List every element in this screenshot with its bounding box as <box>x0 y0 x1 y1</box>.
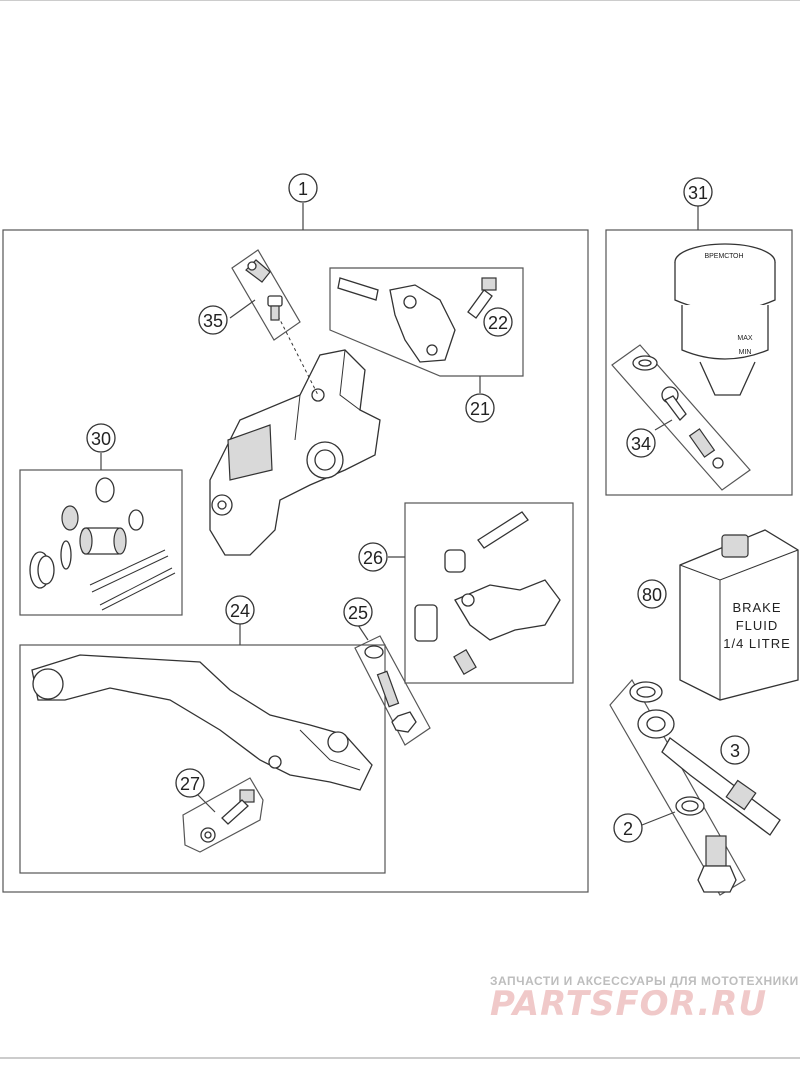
svg-text:34: 34 <box>631 434 651 454</box>
bleeder-cap[interactable] <box>245 259 271 283</box>
svg-text:24: 24 <box>230 601 250 621</box>
svg-text:MIN: MIN <box>739 349 752 356</box>
adjuster-screw[interactable] <box>364 645 417 733</box>
callout-30[interactable]: 30 <box>86 423 116 453</box>
push-rod-parts[interactable] <box>414 511 561 675</box>
callout-24[interactable]: 24 <box>225 595 255 625</box>
banjo-bolt[interactable] <box>697 835 737 893</box>
clamp-box-21 <box>329 267 524 377</box>
callout-35[interactable]: 35 <box>198 305 228 335</box>
callout-21[interactable]: 21 <box>465 393 495 423</box>
assembly-box-1 <box>2 229 589 893</box>
callout-3[interactable]: 3 <box>720 735 750 765</box>
svg-text:FLUID: FLUID <box>736 618 779 633</box>
svg-text:1/4 LITRE: 1/4 LITRE <box>723 636 791 651</box>
svg-text:BRAKE: BRAKE <box>732 600 781 615</box>
callout-27[interactable]: 27 <box>175 768 205 798</box>
callout-25[interactable]: 25 <box>343 597 373 627</box>
reservoir-mount-parts[interactable] <box>632 355 724 469</box>
callout-1[interactable]: 1 <box>288 173 318 203</box>
svg-text:MAX: MAX <box>737 335 753 342</box>
svg-text:3: 3 <box>730 741 740 761</box>
svg-text:27: 27 <box>180 774 200 794</box>
lever-box-24 <box>19 644 386 874</box>
clamp-bolt[interactable] <box>467 277 497 319</box>
callout-80[interactable]: 80 <box>637 579 667 609</box>
banjo-washer-bottom[interactable] <box>675 796 705 816</box>
reservoir-mount-box-34 <box>611 344 751 491</box>
push-rod-box-26 <box>404 502 574 684</box>
handlebar-clamp[interactable] <box>389 284 456 363</box>
reservoir-box-31 <box>605 229 793 496</box>
svg-text:31: 31 <box>688 183 708 203</box>
callout-22[interactable]: 22 <box>483 307 513 337</box>
svg-text:22: 22 <box>488 313 508 333</box>
brake-fluid-reservoir[interactable]: ВРЕМСТОН MAX MIN <box>674 243 776 396</box>
bleeder-box <box>231 249 301 341</box>
callout-34[interactable]: 34 <box>626 428 656 458</box>
svg-text:2: 2 <box>623 819 633 839</box>
pivot-box-27 <box>182 777 264 853</box>
brake-fluid-bottle[interactable]: BRAKE FLUID 1/4 LITRE <box>679 529 799 701</box>
watermark-tagline: ЗАПЧАСТИ И АКСЕССУАРЫ ДЛЯ МОТОТЕХНИКИ <box>490 974 799 988</box>
svg-text:35: 35 <box>203 311 223 331</box>
svg-text:30: 30 <box>91 429 111 449</box>
svg-text:25: 25 <box>348 603 368 623</box>
callout-2[interactable]: 2 <box>613 813 643 843</box>
banjo-washer-top[interactable] <box>629 681 663 703</box>
svg-text:1: 1 <box>298 179 308 199</box>
clamp-pin[interactable] <box>337 277 379 301</box>
banjo-box-2 <box>609 678 746 896</box>
watermark-brand: PARTSFOR.RU <box>490 984 767 1024</box>
svg-text:ВРЕМСТОН: ВРЕМСТОН <box>704 253 743 260</box>
brake-line[interactable] <box>637 709 781 836</box>
callout-31[interactable]: 31 <box>683 177 713 207</box>
lever-pivot-bolt[interactable] <box>200 789 255 843</box>
brake-lever[interactable] <box>31 654 373 791</box>
svg-text:26: 26 <box>363 548 383 568</box>
master-cylinder-body[interactable] <box>209 349 381 556</box>
callout-26[interactable]: 26 <box>358 542 388 572</box>
svg-text:80: 80 <box>642 585 662 605</box>
piston-kit-parts[interactable] <box>29 477 176 611</box>
svg-text:21: 21 <box>470 399 490 419</box>
adjuster-box-25 <box>354 635 431 746</box>
bleeder-screw[interactable] <box>267 295 283 321</box>
